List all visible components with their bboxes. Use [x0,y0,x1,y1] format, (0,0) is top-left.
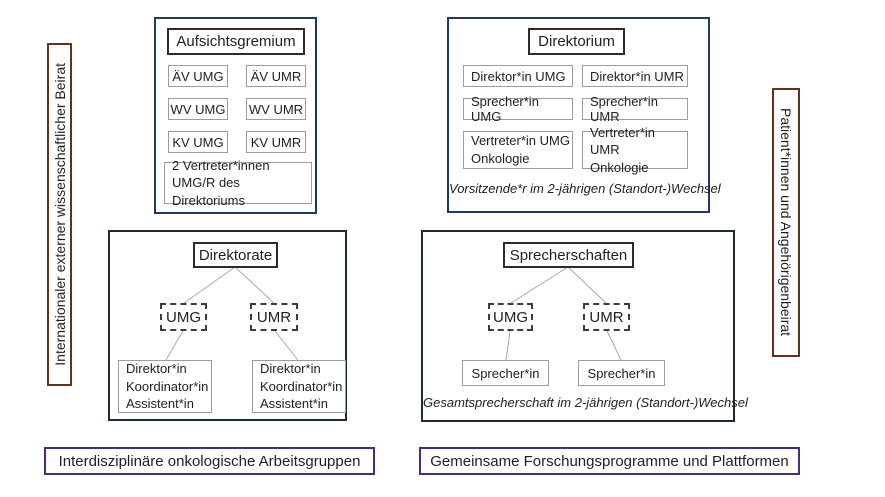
role-direktor: Direktor*in [126,361,187,377]
sprecher-umg-box: Sprecher*in UMG [463,94,573,124]
international-advisory-board-label: Internationaler externer wissenschaftlic… [51,63,68,366]
direktorium-rotation-note: Vorsitzende*r im 2-jährigen (Standort-)W… [449,181,721,196]
vertreter-umr-onkologie-box: Vertreter*in UMR Onkologie [582,125,688,175]
direktor-umg-box: Direktor*in UMG [463,65,573,87]
sprecher-umr-box: Sprecher*in UMR [582,94,688,124]
forschungsprogramme-banner: Gemeinsame Forschungsprogramme und Platt… [419,447,800,475]
aufsichtsgremium-title-box: Aufsichtsgremium [167,28,305,55]
direktorat-umr-roles-box: Direktor*in Koordinator*in Assistent*in [252,360,346,413]
patient-board-bar: Patient*innen und Angehörigenbeirat [772,88,800,357]
sprecherschaften-title-box: Sprecherschaften [503,242,634,268]
direktorat-umg-roles-box: Direktor*in Koordinator*in Assistent*in [118,360,212,413]
direktorate-title-box: Direktorate [193,242,278,268]
role-assistent: Assistent*in [126,396,194,412]
direktorate-panel: Direktorate UMG UMR Direktor*in Koordina… [108,230,347,421]
vertreter-umg-line2: Onkologie [471,151,530,166]
sprecherschaften-umg-box: UMG [488,303,533,331]
member-box-wv-umg: WV UMG [168,98,228,120]
patient-board-label: Patient*innen und Angehörigenbeirat [778,108,794,337]
sprecher-in-umg-box: Sprecher*in [462,360,549,386]
direktor-umr-box: Direktor*in UMR [582,65,688,87]
vertreter-direktorium-line1: 2 Vertreter*innen [172,157,270,173]
vertreter-umg-onkologie-box: Vertreter*in UMG Onkologie [463,131,573,169]
member-box-wv-umr: WV UMR [246,98,306,120]
role-direktor: Direktor*in [260,361,321,377]
forschungsprogramme-label: Gemeinsame Forschungsprogramme und Platt… [430,452,789,470]
aufsichtsgremium-title: Aufsichtsgremium [176,33,296,50]
sprecherschaften-title: Sprecherschaften [509,246,628,264]
direktorate-umg-box: UMG [160,303,207,331]
aufsichtsgremium-panel: Aufsichtsgremium ÄV UMG ÄV UMR WV UMG WV… [154,17,317,214]
direktorium-title-box: Direktorium [528,28,625,55]
sprecherschaften-umr-box: UMR [583,303,630,331]
sprecherschaften-rotation-note: Gesamtsprecherschaft im 2-jährigen (Stan… [423,395,748,410]
direktorate-title: Direktorate [198,246,273,264]
direktorium-title: Direktorium [538,33,615,50]
arbeitsgruppen-label: Interdisziplinäre onkologische Arbeitsgr… [58,452,361,470]
member-box-kv-umg: KV UMG [168,131,228,153]
vertreter-direktorium-box: 2 Vertreter*innen UMG/R des Direktoriums [164,158,312,208]
member-box-aev-umr: ÄV UMR [246,65,306,87]
direktorium-panel: Direktorium Direktor*in UMG Direktor*in … [447,17,721,213]
role-koordinator: Koordinator*in [260,378,343,394]
sprecher-in-umr-box: Sprecher*in [578,360,665,386]
vertreter-direktorium-line2: UMG/R des Direktoriums [172,175,245,208]
vertreter-umr-line2: Onkologie [590,159,649,175]
sprecherschaften-panel: Sprecherschaften UMG UMR Sprecher*in Spr… [421,230,748,422]
role-koordinator: Koordinator*in [126,378,209,394]
arbeitsgruppen-banner: Interdisziplinäre onkologische Arbeitsgr… [44,447,375,475]
vertreter-umg-line1: Vertreter*in UMG [471,133,570,149]
role-assistent: Assistent*in [260,396,328,412]
international-advisory-board-bar: Internationaler externer wissenschaftlic… [47,43,72,386]
member-box-aev-umg: ÄV UMG [168,65,228,87]
member-box-kv-umr: KV UMR [246,131,306,153]
direktorate-umr-box: UMR [250,303,298,331]
vertreter-umr-line1: Vertreter*in UMR [590,124,656,158]
